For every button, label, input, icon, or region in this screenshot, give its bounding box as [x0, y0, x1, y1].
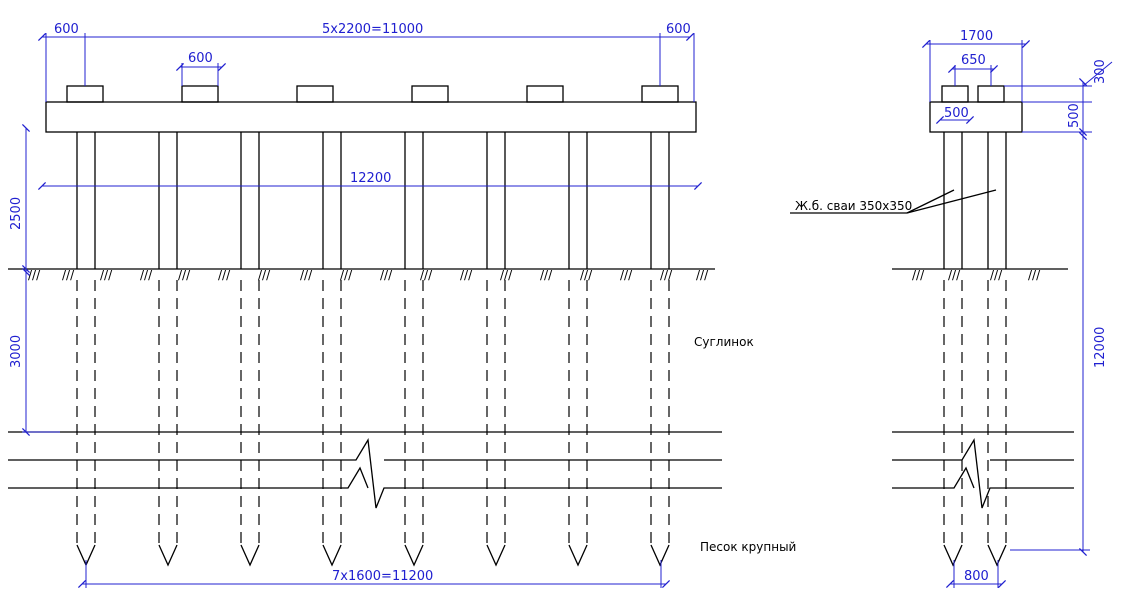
- side-dim-pile-length: 12000: [1093, 327, 1108, 368]
- pile: [943, 132, 963, 567]
- pile: [404, 132, 424, 567]
- pile: [240, 132, 260, 567]
- dim-top-total: 5x2200=11000: [322, 22, 423, 37]
- pedestal: [411, 85, 449, 103]
- soil-boundary: [8, 431, 722, 509]
- ground-hatch-mark: ///: [380, 268, 393, 282]
- pile: [322, 132, 342, 567]
- side-soil-boundary: [892, 431, 1074, 509]
- pedestal: [526, 85, 564, 103]
- pedestal: [66, 85, 104, 103]
- ground-hatch-mark: ///: [990, 268, 1003, 282]
- ground-hatch-mark: ///: [948, 268, 961, 282]
- ground-hatch-mark: ///: [540, 268, 553, 282]
- ground-hatch-mark: ///: [620, 268, 633, 282]
- side-ground-hatch: /// /// /// ///: [912, 268, 1041, 282]
- pile: [158, 132, 178, 567]
- ground-hatch-mark: ///: [660, 268, 673, 282]
- pile: [486, 132, 506, 567]
- front-pedestals: [66, 85, 679, 103]
- front-piles: [76, 132, 670, 567]
- dim-pile-spacing: 7x1600=11200: [332, 569, 433, 584]
- ground-hatch-mark: ///: [300, 268, 313, 282]
- pile: [76, 132, 96, 567]
- ground-hatch-mark: ///: [580, 268, 593, 282]
- side-piles: [943, 132, 1007, 567]
- label-soil-lower: Песок крупный: [700, 540, 796, 554]
- grillage-beam: [45, 101, 697, 133]
- ground-hatch-mark: ///: [420, 268, 433, 282]
- side-pedestal: [941, 85, 969, 103]
- dim-top-right: 600: [666, 22, 691, 37]
- ground-hatch-mark: ///: [696, 268, 709, 282]
- side-dim-pedestal-width: 500: [944, 106, 969, 121]
- ground-hatch-mark: ///: [258, 268, 271, 282]
- ground-hatch-mark: ///: [218, 268, 231, 282]
- ground-hatch-mark: ///: [140, 268, 153, 282]
- side-beam: [929, 101, 1023, 133]
- pedestal: [181, 85, 219, 103]
- ground-hatch-mark: ///: [1028, 268, 1041, 282]
- label-soil-upper: Суглинок: [694, 335, 754, 349]
- front-dimensions: 600 5x2200=11000 600 600 12200 2500 3000…: [9, 22, 703, 589]
- side-pedestal: [977, 85, 1005, 103]
- side-dimensions: 1700 650 500 300 500 12000 800: [921, 29, 1113, 589]
- ground-hatch-mark: ///: [912, 268, 925, 282]
- dim-soil-layer: 3000: [9, 335, 24, 368]
- side-dim-pedestal-height: 300: [1093, 59, 1108, 84]
- pedestal: [641, 85, 679, 103]
- side-dim-pedestal-pair: 650: [961, 53, 986, 68]
- side-dim-beam-height: 500: [1067, 103, 1082, 128]
- dim-beam-length: 12200: [350, 171, 391, 186]
- dim-top-left: 600: [54, 22, 79, 37]
- ground-hatch: /// /// /// /// /// /// /// /// /// /// /// /// /// /…: [28, 268, 709, 282]
- ground-hatch-mark: ///: [500, 268, 513, 282]
- ground-hatch-mark: ///: [100, 268, 113, 282]
- pile: [650, 132, 670, 567]
- label-piles: Ж.б. сваи 350x350: [795, 199, 912, 213]
- ground-hatch-mark: ///: [340, 268, 353, 282]
- pedestal: [296, 85, 334, 103]
- ground-hatch-mark: ///: [178, 268, 191, 282]
- side-view: /// /// /// /// 1700 650 500 300 500: [790, 29, 1113, 589]
- ground-hatch-mark: ///: [62, 268, 75, 282]
- front-view: /// /// /// /// /// /// /// /// /// /// /// /// /// /…: [8, 22, 796, 589]
- dim-pedestal: 600: [188, 51, 213, 66]
- side-dim-pile-spacing: 800: [964, 569, 989, 584]
- side-dim-width: 1700: [960, 29, 993, 44]
- ground-hatch-mark: ///: [460, 268, 473, 282]
- pile: [987, 132, 1007, 567]
- dim-height-above: 2500: [9, 197, 24, 230]
- ground-hatch-mark: ///: [28, 268, 41, 282]
- pile: [568, 132, 588, 567]
